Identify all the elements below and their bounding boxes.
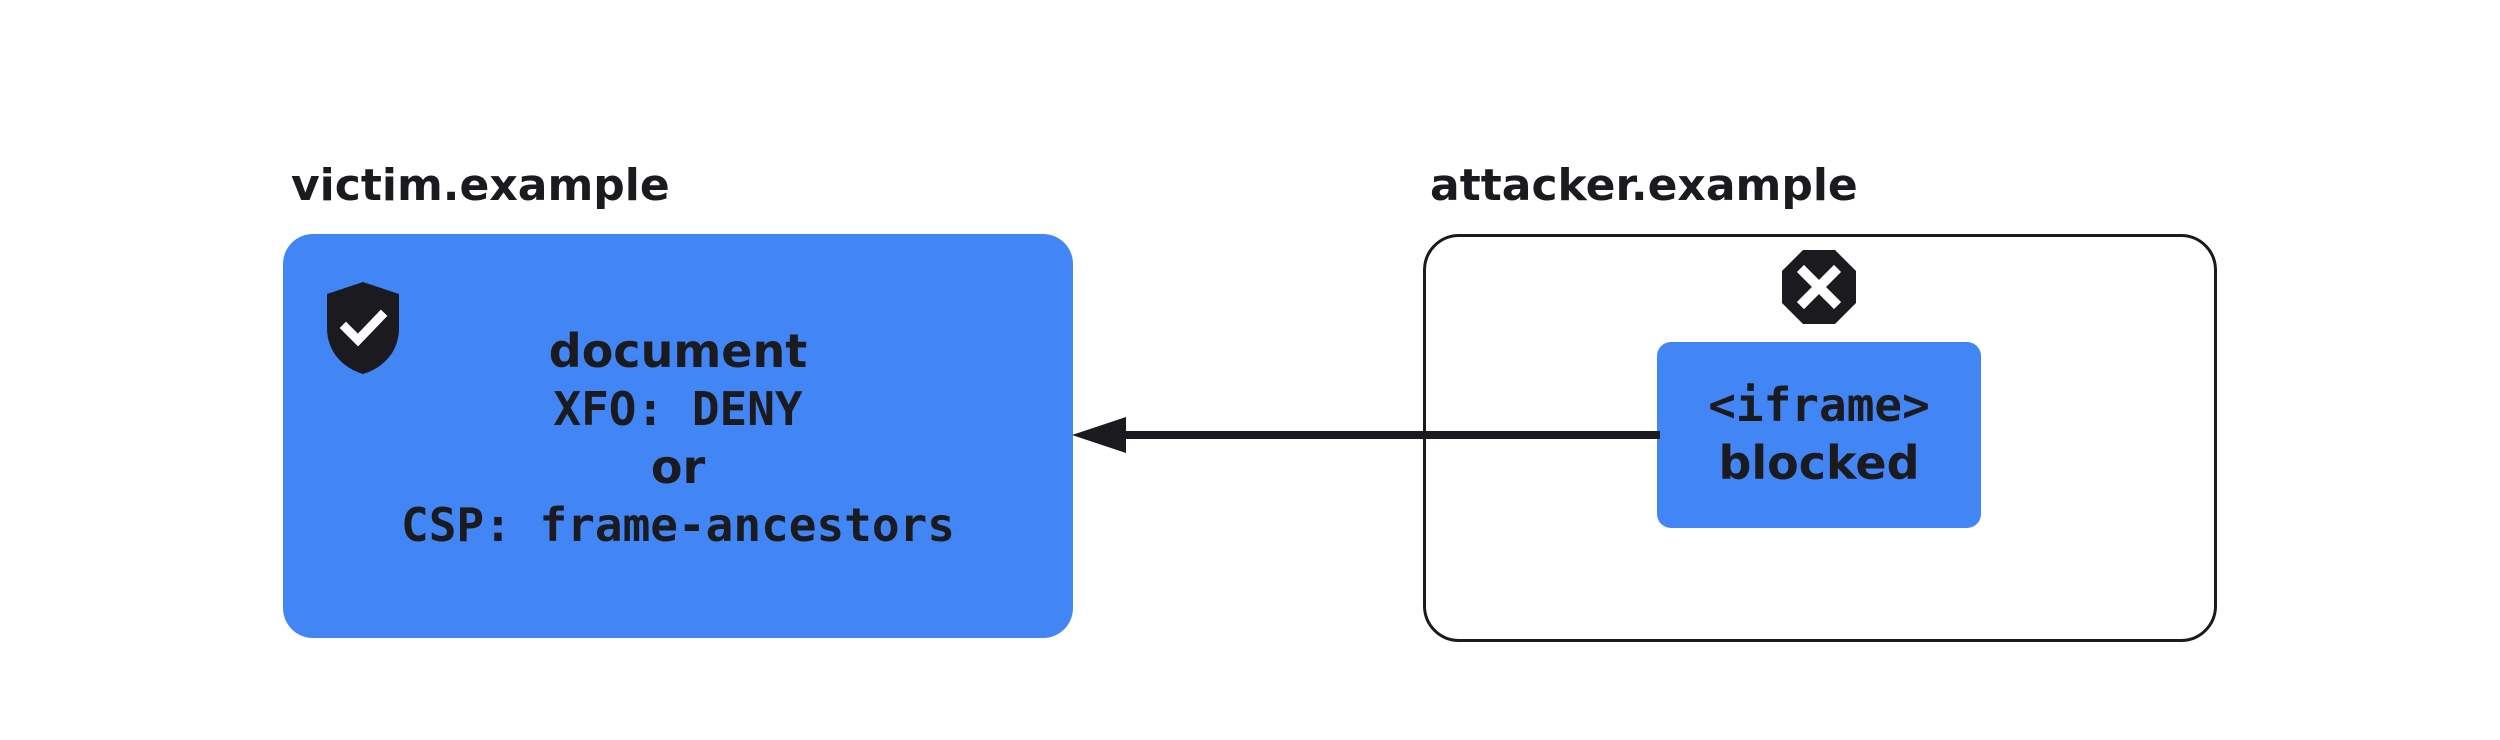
xfo-header-label: XFO: DENY [553, 382, 803, 436]
iframe-tag-label: <iframe> [1708, 378, 1930, 432]
shield-check-icon [327, 282, 399, 374]
embed-attempt-arrow [1072, 417, 1660, 453]
blocked-label: blocked [1718, 436, 1920, 490]
iframe-text: <iframe> blocked [1657, 376, 1981, 492]
attacker-domain-label: attacker.example [1430, 160, 1858, 211]
csp-header-label: CSP: frame-ancestors [401, 498, 955, 552]
document-label: document [548, 324, 808, 378]
victim-document-text: document XFO: DENY or CSP: frame-ancesto… [283, 322, 1073, 554]
or-label: or [650, 440, 706, 494]
victim-document-box: document XFO: DENY or CSP: frame-ancesto… [283, 234, 1073, 638]
blocked-x-icon [1782, 250, 1856, 324]
blocked-iframe-box: <iframe> blocked [1657, 342, 1981, 528]
victim-domain-label: victim.example [291, 160, 670, 211]
